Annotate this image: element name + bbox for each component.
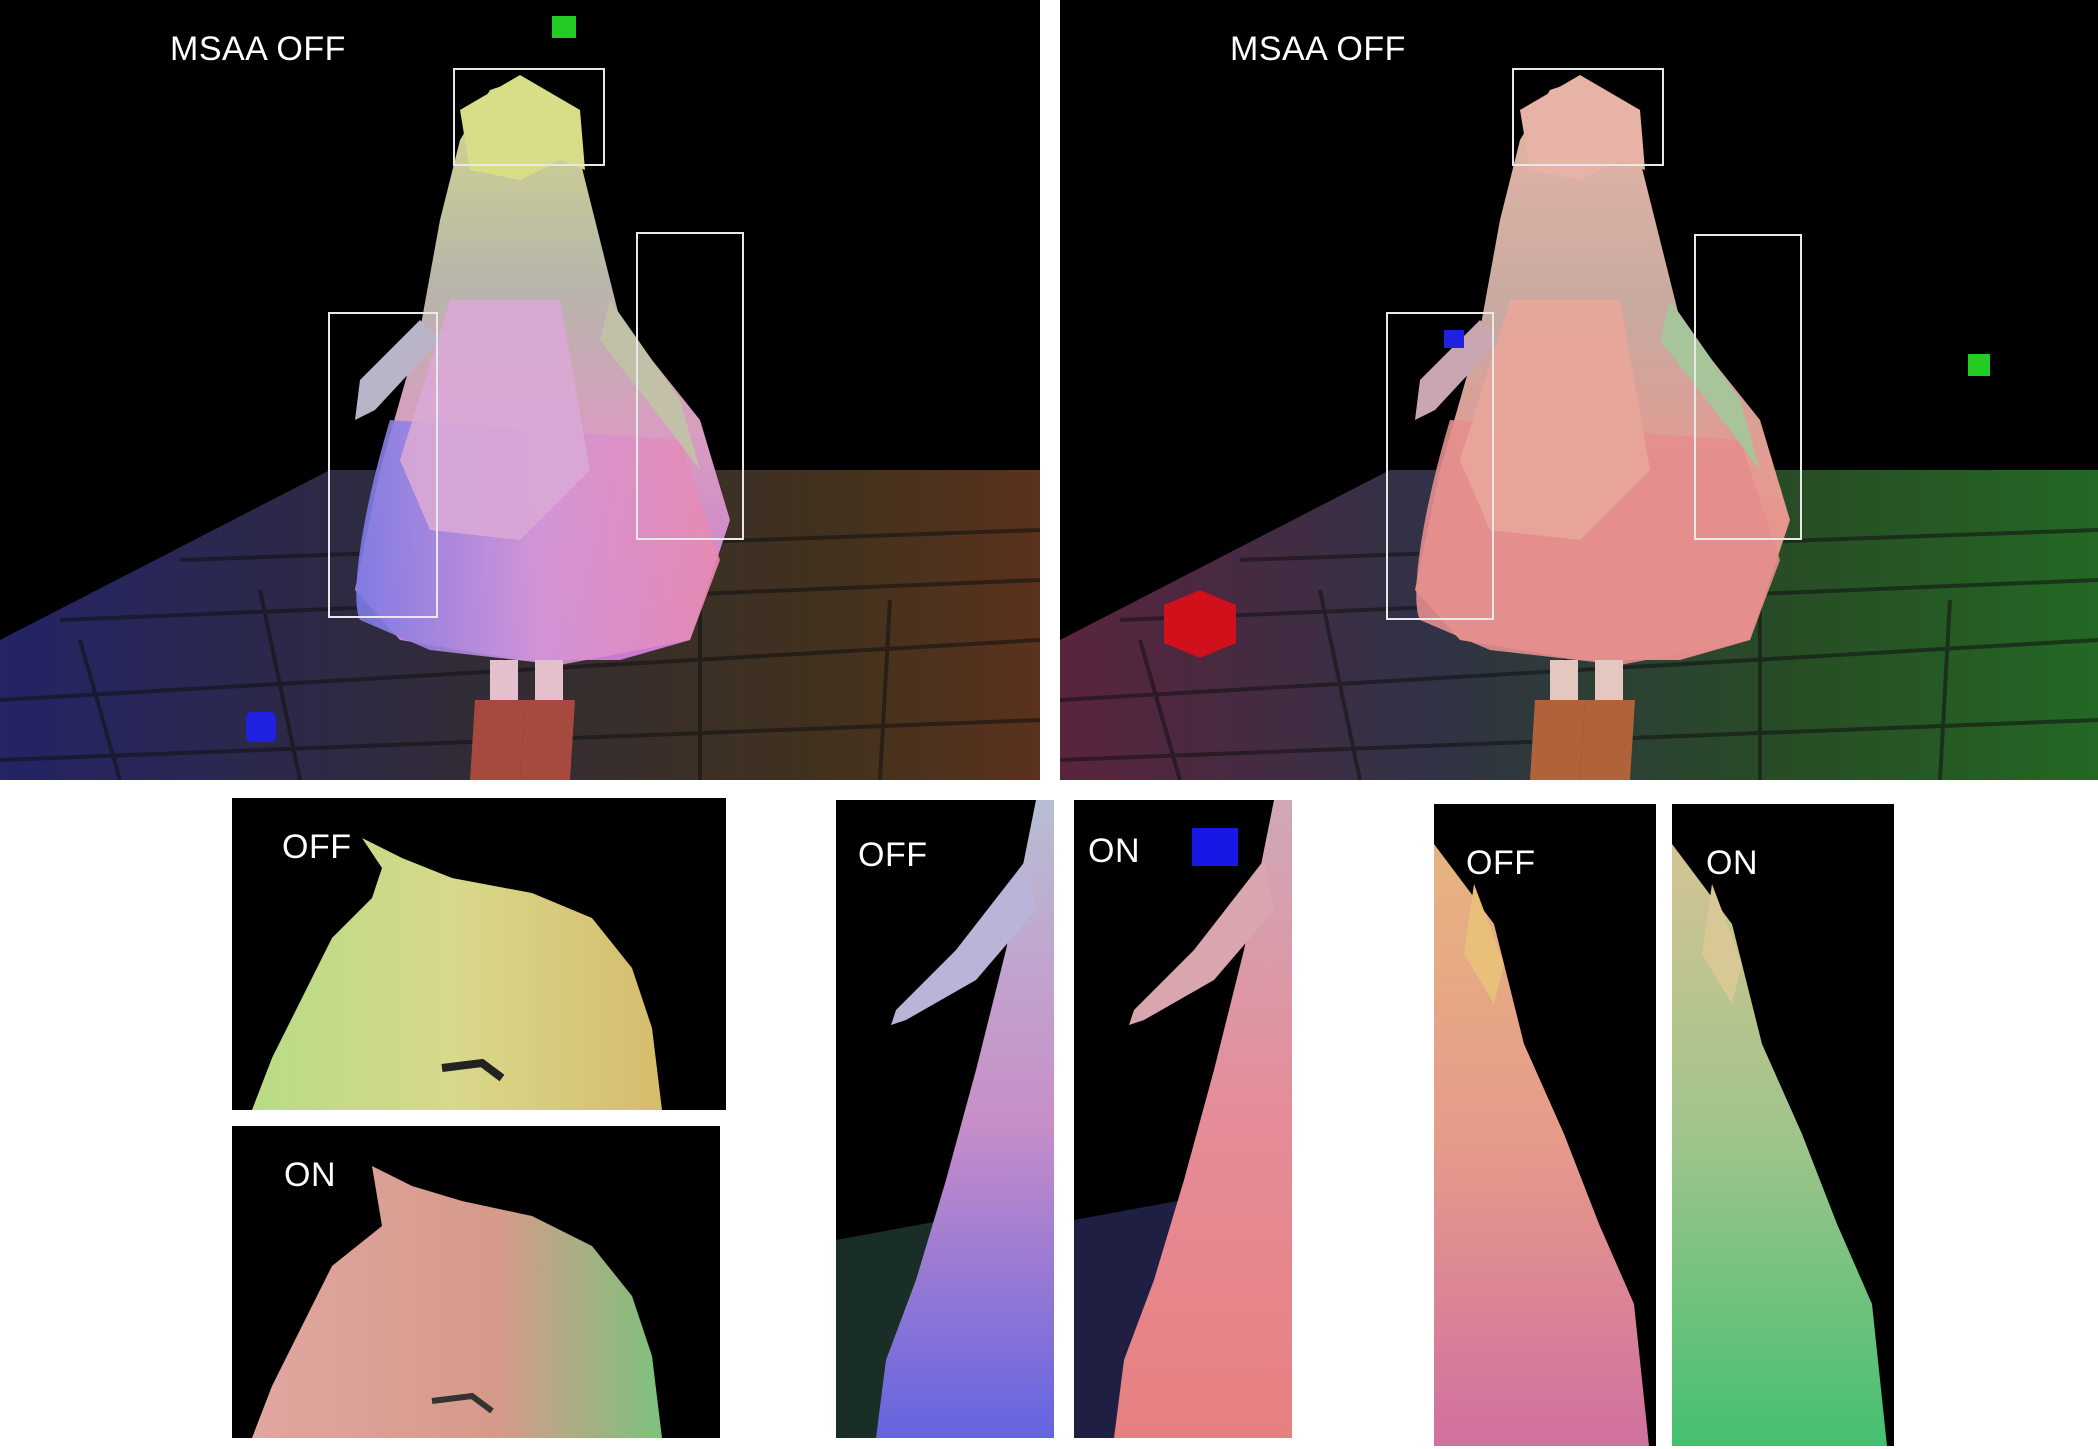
highlight-box-arm-left [328, 312, 438, 618]
msaa-label-left: MSAA OFF [170, 30, 346, 68]
crop-arm-on-label: ON [1088, 832, 1140, 870]
render-right-scene [1060, 0, 2098, 780]
green-light-cube [1968, 354, 1990, 376]
highlight-box-arm-right [1386, 312, 1494, 620]
crop-hair-on: ON [1672, 804, 1894, 1446]
green-light-cube [552, 16, 576, 38]
crop-head-off: OFF [232, 798, 726, 1110]
crop-hair-off-label: OFF [1466, 844, 1536, 882]
crop-arm-off-image [836, 800, 1054, 1438]
highlight-box-hair-right [1694, 234, 1802, 540]
crop-hair-on-label: ON [1706, 844, 1758, 882]
crop-hair-off: OFF [1434, 804, 1656, 1446]
crop-head-off-label: OFF [282, 828, 352, 866]
crop-arm-off-label: OFF [858, 836, 928, 874]
crop-head-on-image [232, 1126, 720, 1438]
crop-head-on-label: ON [284, 1156, 336, 1194]
blue-light-cube [1444, 330, 1464, 348]
render-panel-right: MSAA OFF [1060, 0, 2098, 780]
blue-light-cube [246, 712, 276, 742]
crop-arm-off: OFF [836, 800, 1054, 1438]
render-left-scene [0, 0, 1040, 780]
crop-head-off-image [232, 798, 726, 1110]
red-light-cube [1164, 590, 1236, 658]
crop-head-on: ON [232, 1126, 720, 1438]
render-panel-left: MSAA OFF [0, 0, 1040, 780]
msaa-label-right: MSAA OFF [1230, 30, 1406, 68]
crop-hair-on-image [1672, 804, 1894, 1446]
highlight-box-head-left [453, 68, 605, 166]
crop-arm-on-image [1074, 800, 1292, 1438]
crop-hair-off-image [1434, 804, 1656, 1446]
highlight-box-hair-left [636, 232, 744, 540]
blue-light-cube [1192, 828, 1238, 866]
highlight-box-head-right [1512, 68, 1664, 166]
crop-arm-on: ON [1074, 800, 1292, 1438]
